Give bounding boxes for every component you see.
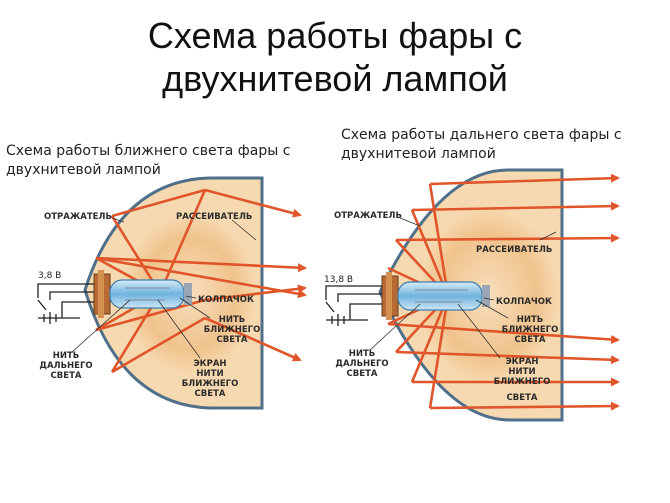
right-leaders [369,217,557,359]
left-leaders [71,217,257,359]
right-shield-label-2: НИТИ [508,367,535,377]
right-shield-label-4: СВЕТА [507,393,538,403]
right-high-filament-label-1: НИТЬ [349,349,376,359]
left-wiring [37,283,94,324]
low-beam-caption: Схема работы ближнего света фары с двухн… [6,143,291,178]
title-line-1: Схема работы фары с [147,15,523,56]
right-beam-rays [387,173,620,411]
left-cap [184,283,192,305]
left-shield-label-3: БЛИЖНЕГО [182,379,239,389]
left-low-filament-label-2: БЛИЖНЕГО [204,325,261,335]
left-reflector-label: ОТРАЖАТЕЛЬ [44,212,112,222]
low-beam-diagram: ОТРАЖАТЕЛЬ РАССЕИВАТЕЛЬ 3,8 В КОЛПАЧОК Н… [37,176,307,410]
right-high-filament-label-3: СВЕТА [347,369,378,379]
right-socket-flange [386,272,392,320]
right-wiring [325,285,382,326]
page-title: Схема работы фары с двухнитевой лампой [0,14,670,100]
left-high-filament-label-2: ДАЛЬНЕГО [39,361,92,371]
left-low-filament-label-1: НИТЬ [219,315,246,325]
right-low-filament-label-1: НИТЬ [517,315,544,325]
left-lamp-bulb [109,279,185,309]
left-shield-label-1: ЭКРАН [193,359,226,369]
right-low-filament-label-3: СВЕТА [515,335,546,345]
right-shield-label-3: БЛИЖНЕГО [494,377,551,387]
right-cap-label: КОЛПАЧОК [496,297,552,307]
left-diffuser-label: РАССЕИВАТЕЛЬ [176,212,252,222]
left-cap-label: КОЛПАЧОК [198,295,254,305]
left-low-filament-label-3: СВЕТА [217,335,248,345]
high-beam-caption: Схема работы дальнего света фары с двухн… [341,127,622,162]
right-diffuser-label: РАССЕИВАТЕЛЬ [476,245,552,255]
left-high-filament-label-1: НИТЬ [53,351,80,361]
right-shield-label-1: ЭКРАН [505,357,538,367]
right-cap [482,285,490,307]
left-beam-rays [95,188,307,362]
right-lamp-bulb [397,281,483,311]
right-low-filament-label-2: БЛИЖНЕГО [502,325,559,335]
right-reflector-label: ОТРАЖАТЕЛЬ [334,211,402,221]
left-socket-flange [98,270,104,318]
left-voltage-label: 3,8 В [38,271,61,281]
left-shield-label-4: СВЕТА [195,389,226,399]
right-high-filament-label-2: ДАЛЬНЕГО [335,359,388,369]
high-beam-diagram: ОТРАЖАТЕЛЬ РАССЕИВАТЕЛЬ 13,8 В КОЛПАЧОК … [324,168,620,422]
left-shield-label-2: НИТИ [196,369,223,379]
right-voltage-label: 13,8 В [324,275,353,285]
left-high-filament-label-3: СВЕТА [51,371,82,381]
title-line-2: двухнитевой лампой [162,58,508,99]
